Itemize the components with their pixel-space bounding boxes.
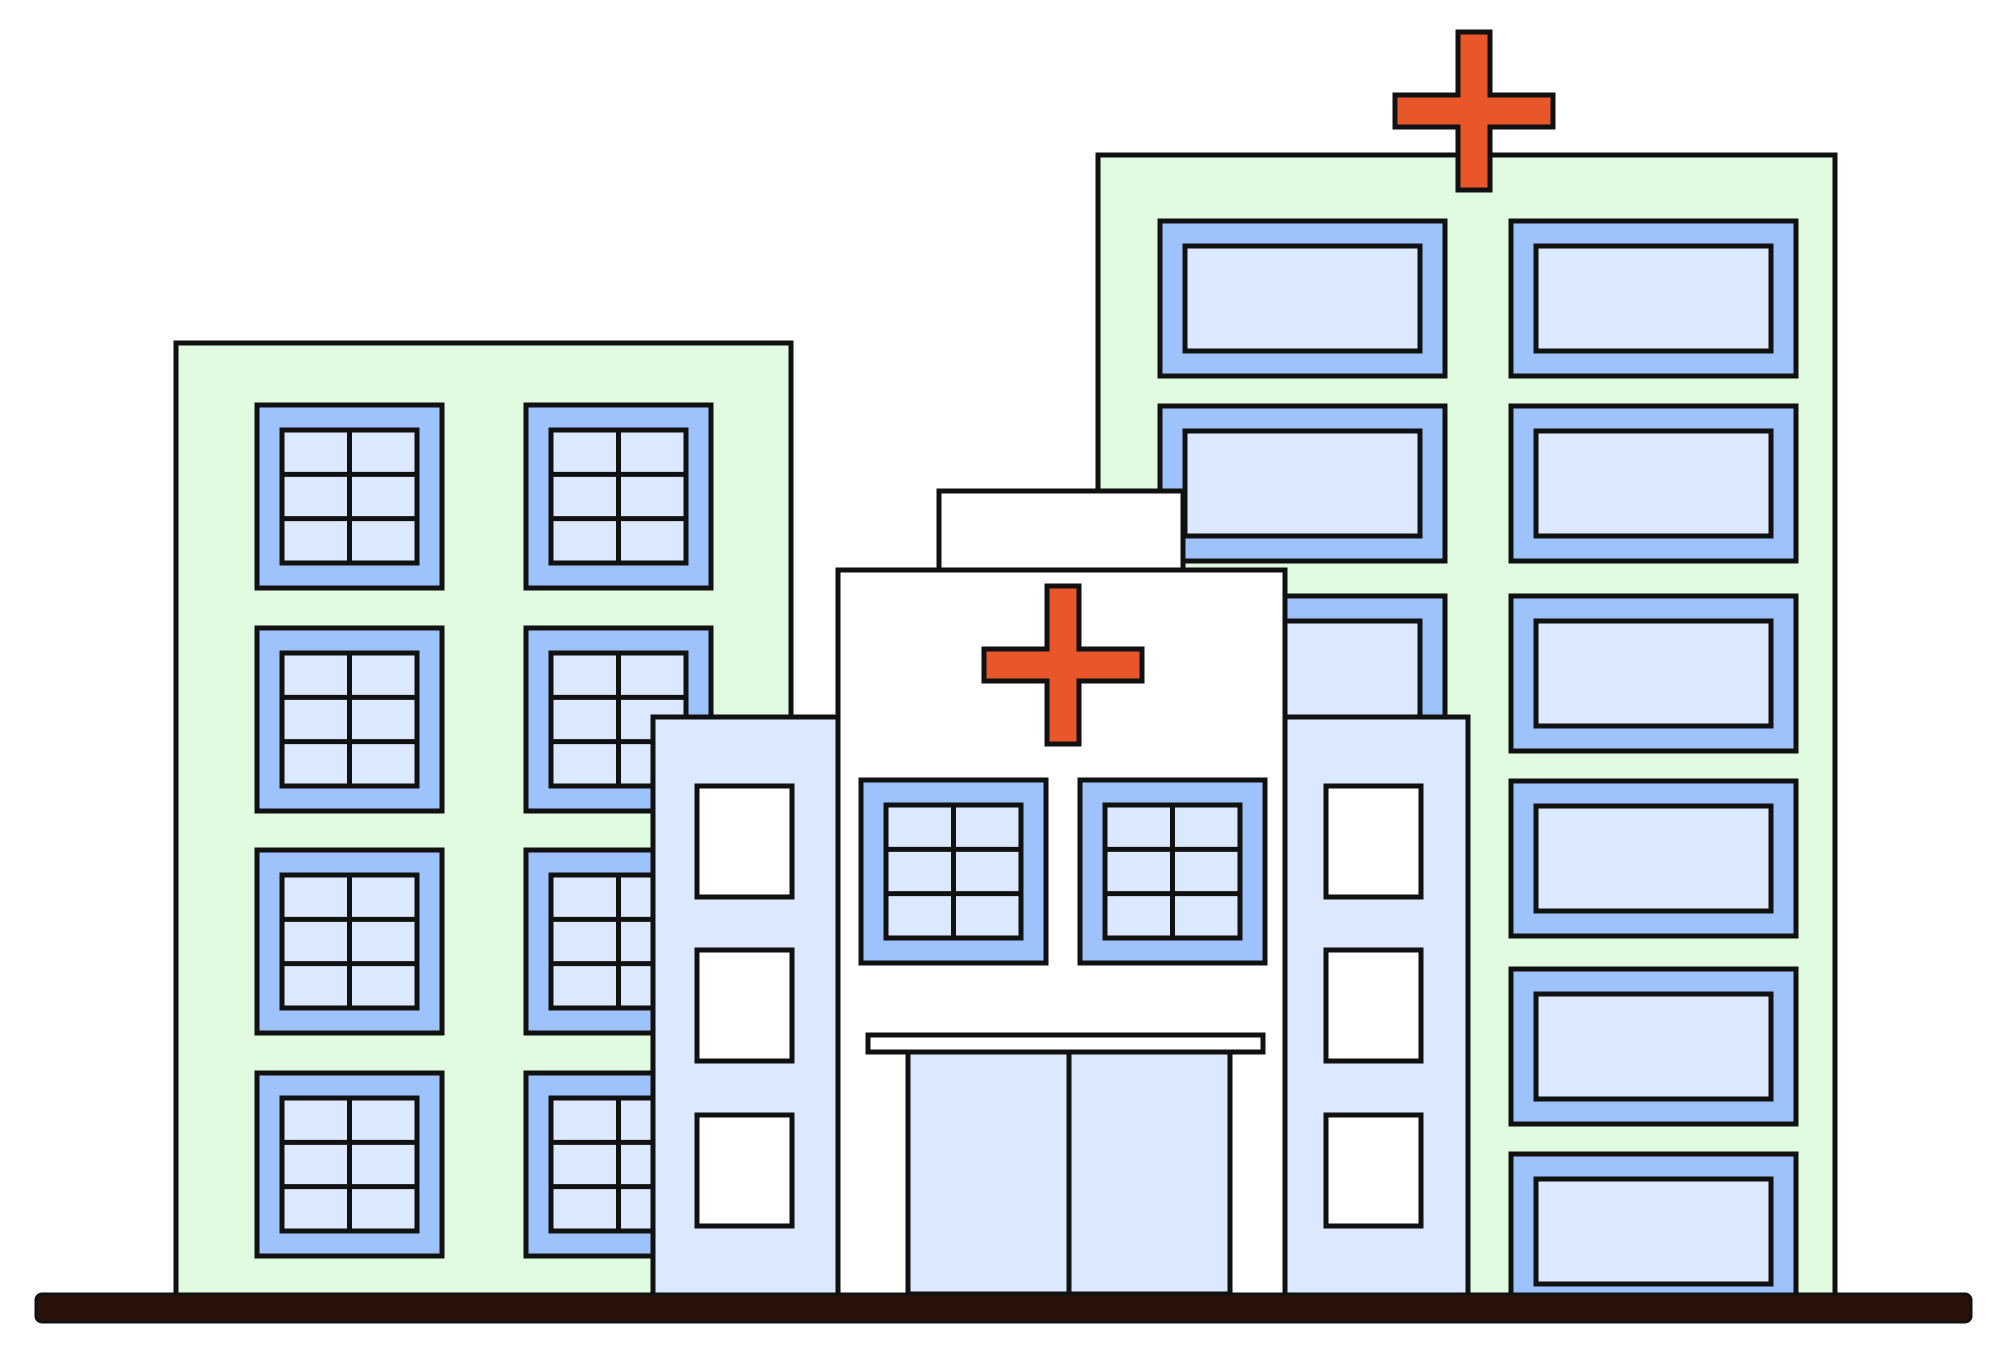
window-glass [1533, 803, 1774, 914]
wing-window [694, 1112, 795, 1229]
main-red-cross-icon [981, 583, 1145, 747]
roof-sign-box [936, 488, 1186, 574]
window-glass [1182, 243, 1423, 354]
wide-window [1508, 218, 1799, 379]
window-glass [1533, 991, 1774, 1102]
entrance-canopy [865, 1032, 1266, 1055]
tower-red-cross-icon [1392, 29, 1556, 193]
wide-window [1157, 403, 1448, 564]
entrance-doors [905, 1049, 1233, 1297]
wing-window [1323, 783, 1424, 900]
grid-window [254, 402, 445, 591]
wide-window [1157, 218, 1448, 379]
wing-window [694, 783, 795, 900]
grid-window [254, 625, 445, 814]
wing-window [1323, 947, 1424, 1064]
window-glass [1533, 618, 1774, 729]
grid-window [1077, 777, 1268, 966]
wing-window [1323, 1112, 1424, 1229]
wide-window [1508, 1151, 1799, 1312]
wide-window [1508, 778, 1799, 939]
grid-window [858, 777, 1049, 966]
wide-window [1508, 593, 1799, 754]
ground-line [34, 1292, 1973, 1324]
wide-window [1508, 966, 1799, 1127]
wide-window [1508, 403, 1799, 564]
grid-window [254, 1070, 445, 1259]
window-glass [1182, 428, 1423, 539]
grid-window [254, 847, 445, 1036]
grid-window [523, 402, 714, 591]
window-glass [1533, 1176, 1774, 1287]
window-glass [1533, 428, 1774, 539]
window-glass [1533, 243, 1774, 354]
wing-window [694, 947, 795, 1064]
